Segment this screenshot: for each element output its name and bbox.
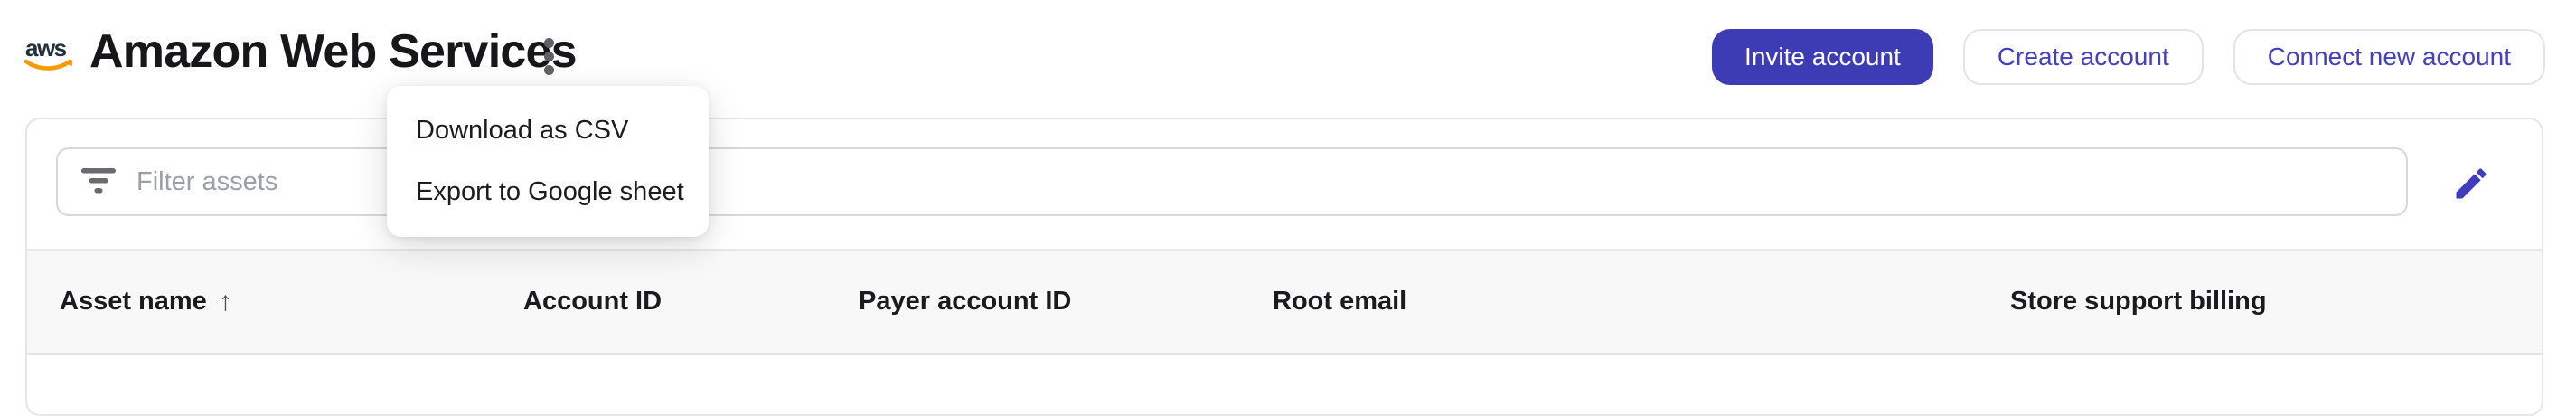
brand-header: aws Amazon Web Services	[23, 25, 578, 78]
invite-account-button[interactable]: Invite account	[1712, 29, 1933, 85]
aws-logo-icon: aws	[24, 34, 73, 71]
table-header-row: Asset name ↑ Account ID Payer account ID…	[27, 249, 2542, 355]
filter-icon	[81, 168, 116, 194]
pencil-icon	[2456, 168, 2487, 199]
svg-text:aws: aws	[25, 34, 67, 61]
column-header-account-id[interactable]: Account ID	[523, 287, 663, 316]
column-header-asset-name[interactable]: Asset name ↑	[60, 286, 232, 317]
create-account-button[interactable]: Create account	[1962, 29, 2204, 85]
page-title: Amazon Web Services	[89, 25, 578, 78]
edit-button[interactable]	[2451, 164, 2491, 203]
menu-item-export-google-sheet[interactable]: Export to Google sheet	[416, 177, 684, 207]
menu-item-download-csv[interactable]: Download as CSV	[416, 115, 629, 145]
connect-new-account-button[interactable]: Connect new account	[2233, 29, 2545, 85]
kebab-menu-icon[interactable]	[523, 31, 574, 81]
kebab-dropdown-menu: Download as CSV Export to Google sheet	[387, 86, 709, 237]
column-header-store-support-billing[interactable]: Store support billing	[2010, 287, 2267, 316]
column-header-payer-account-id[interactable]: Payer account ID	[859, 287, 1072, 316]
header-actions: Invite account Create account Connect ne…	[1712, 29, 2545, 85]
column-header-root-email[interactable]: Root email	[1273, 287, 1407, 316]
sort-ascending-icon: ↑	[218, 286, 232, 317]
